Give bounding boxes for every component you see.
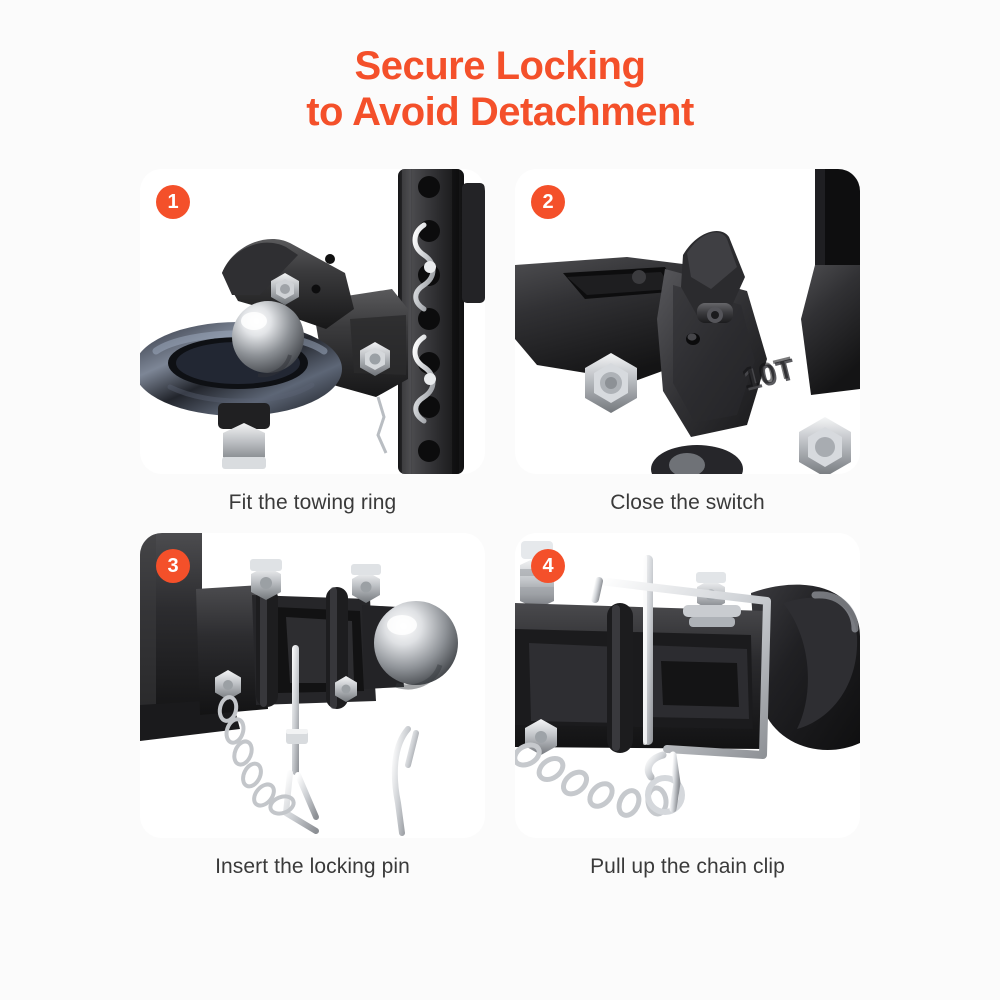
step-cell-3: 3 Insert the locking pin (140, 533, 485, 879)
step-caption-2: Close the switch (610, 491, 765, 515)
page-title: Secure Locking to Avoid Detachment (306, 44, 694, 135)
page-title-line-1: Secure Locking (354, 44, 646, 88)
page-title-line-2: to Avoid Detachment (306, 89, 694, 134)
step-cell-1: 1 Fit the towing ring (140, 169, 485, 515)
step-card-4: 4 (515, 533, 860, 839)
step-card-1: 1 (140, 169, 485, 475)
step-card-2: 10T 10T 2 (515, 169, 860, 475)
step-badge-1: 1 (156, 185, 190, 220)
step-caption-1: Fit the towing ring (228, 491, 397, 515)
step-cell-2: 10T 10T 2 Close the switch (515, 169, 860, 515)
step-badge-3: 3 (156, 549, 190, 584)
step-badge-2: 2 (531, 185, 565, 220)
step-caption-3: Insert the locking pin (215, 855, 410, 879)
step-image-4 (515, 533, 860, 839)
step-image-1 (140, 169, 485, 475)
step-image-3 (140, 533, 485, 839)
step-caption-4: Pull up the chain clip (590, 855, 785, 879)
step-cell-4: 4 Pull up the chain clip (515, 533, 860, 879)
step-badge-4: 4 (531, 549, 565, 584)
step-image-2: 10T 10T (515, 169, 860, 475)
step-card-3: 3 (140, 533, 485, 839)
steps-grid: 1 Fit the towing ring (140, 169, 860, 879)
